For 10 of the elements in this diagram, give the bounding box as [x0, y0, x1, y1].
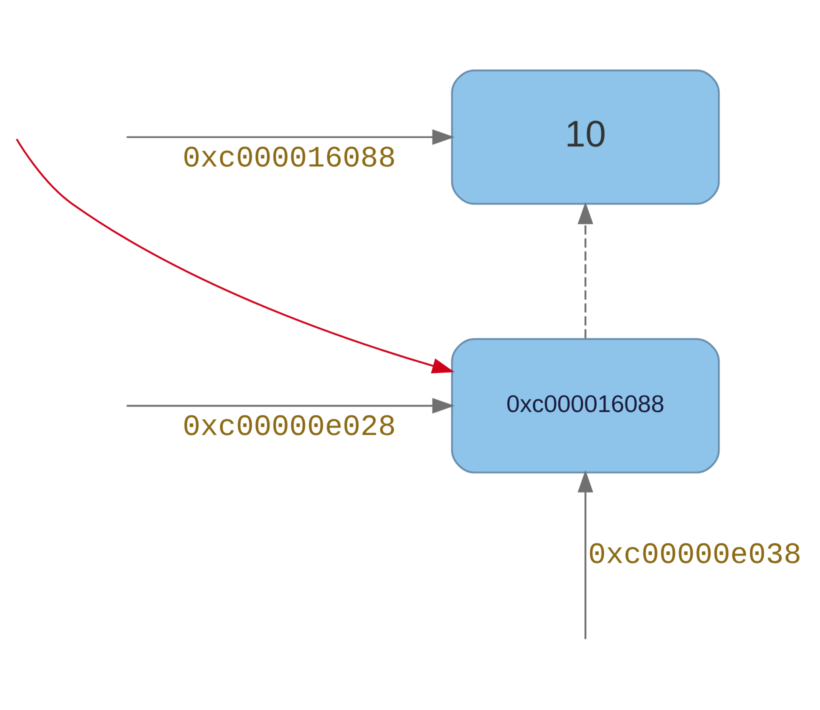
arrow: [578, 470, 594, 639]
arrow: [126, 398, 455, 414]
arrow: [578, 201, 594, 338]
arrow: [126, 128, 455, 144]
edge-label: 0xc000016088: [182, 140, 396, 175]
node-box: 10: [451, 68, 720, 204]
arrow: [16, 138, 454, 373]
node-box: 0xc000016088: [451, 338, 720, 473]
edge-label: 0xc00000e038: [588, 537, 802, 572]
edge-label: 0xc00000e028: [182, 410, 396, 444]
